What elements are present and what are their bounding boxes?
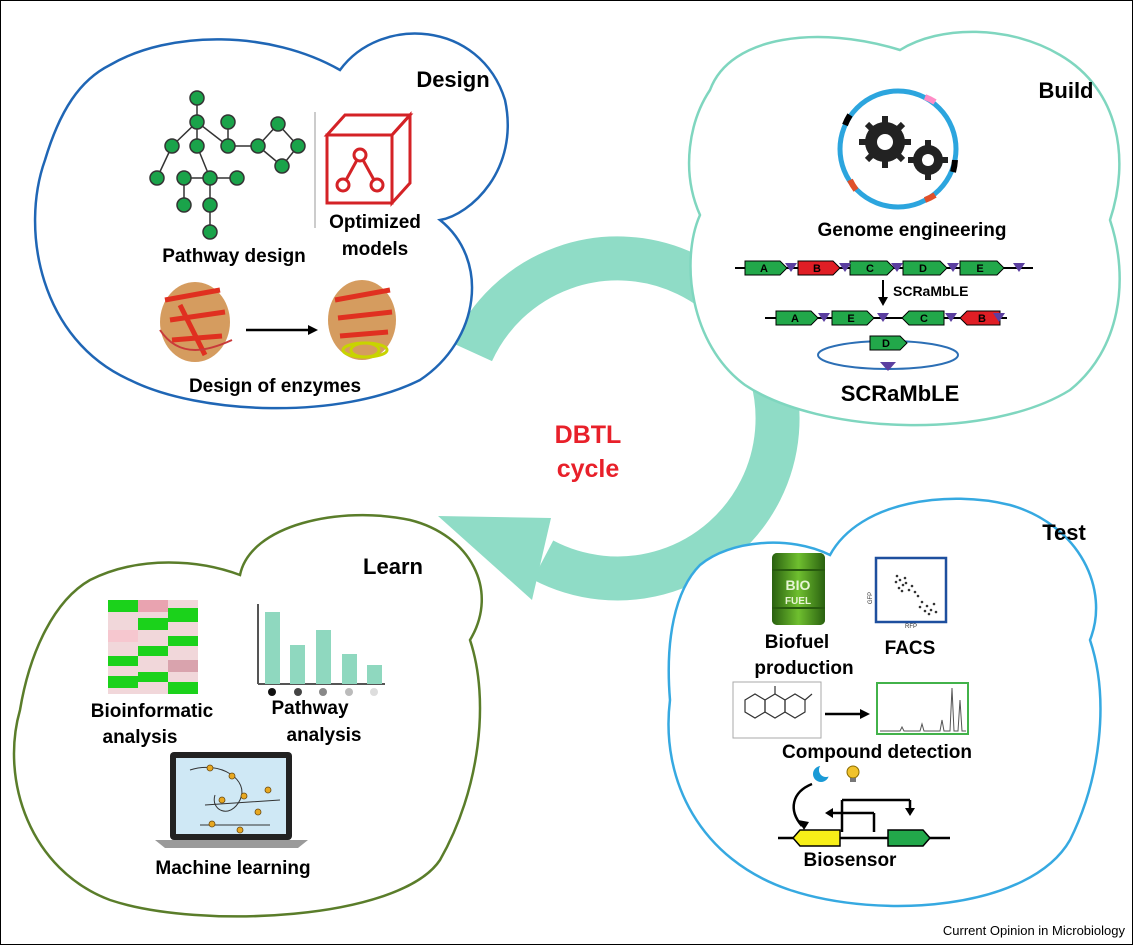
gene-loop-d: D [882,338,890,350]
laptop-icon [155,752,308,848]
gene-row-scrambled [765,310,1007,326]
design-title: Design [416,67,489,92]
gene-top-e: E [976,263,983,275]
gene-top-b: B [813,263,821,275]
excised-loop [817,335,959,371]
biofuel-barrel-icon [772,553,825,625]
pathway-analysis-line1: Pathway [271,698,349,719]
sensor-gene-yellow [792,829,841,847]
test-panel: Test BIO FUEL [667,497,1102,908]
enzyme-structure-icon [159,282,233,362]
pathway-network-icon [149,90,306,240]
gene-row-original [735,260,1033,276]
moon-icon [813,763,833,782]
gears-icon [859,116,948,180]
biofuel-line1: Biofuel [765,632,829,653]
reporter-gene-green [887,829,931,847]
journal-credit: Current Opinion in Microbiology [942,923,1125,938]
gene-bottom-c: C [920,313,928,325]
enzyme-arrowhead [308,325,318,335]
gene-top-d: D [919,263,927,275]
facs-x-axis: RFP [905,624,917,630]
design-of-enzymes-label: Design of enzymes [189,376,361,397]
chromatogram-icon [876,682,969,735]
barrel-text-fuel: FUEL [785,596,811,607]
barrel-text-bio: BIO [786,577,811,593]
build-outline [687,30,1121,427]
build-title: Build [1039,78,1094,103]
compound-structure-icon [732,681,822,739]
scramble-arrow-label: SCRaMbLE [893,283,968,299]
model-cube-icon [323,111,414,207]
enzyme-redesigned-icon [328,280,396,360]
lightbulb-icon [846,765,860,782]
plasmid-icon [837,88,959,210]
gene-bottom-b: B [978,313,986,325]
center-title-line2: cycle [557,455,620,483]
facs-plot-icon [874,556,948,624]
gene-bottom-e: E [847,313,854,325]
facs-label: FACS [885,638,936,659]
gene-top-c: C [866,263,874,275]
biosensor-arrowhead-2 [905,808,915,816]
bioinformatic-line2: analysis [103,727,178,748]
optimized-models-line1: Optimized [329,212,421,233]
build-panel: Build Genome engineering [687,30,1121,427]
scramble-arrowhead [878,297,888,306]
gene-top-a: A [760,263,768,275]
pathway-analysis-line2: analysis [287,725,362,746]
biofuel-line2: production [754,658,853,679]
biosensor-label: Biosensor [804,850,898,871]
genome-engineering-label: Genome engineering [818,220,1007,241]
learn-title: Learn [363,554,423,579]
bar-chart-icon [257,604,385,685]
biosensor-arrowhead-3 [825,808,833,818]
facs-y-axis: GFP [868,592,874,604]
test-title: Test [1042,520,1086,545]
compound-detection-label: Compound detection [782,742,972,763]
scramble-label: SCRaMbLE [841,381,960,406]
design-panel: Design Pathway desi [33,32,509,410]
learn-panel: Learn Bioinformatic analysis Pathway a [12,513,483,918]
bar-chart-dots [268,688,378,696]
center-title-line1: DBTL [555,421,622,449]
pathway-design-label: Pathway design [162,246,306,267]
optimized-models-line2: models [342,239,409,260]
machine-learning-label: Machine learning [155,858,310,879]
heatmap-icon [108,600,198,694]
compound-arrowhead [860,709,870,719]
bioinformatic-line1: Bioinformatic [91,701,214,722]
biosensor-arrowhead-1 [798,820,809,830]
gene-bottom-a: A [791,313,799,325]
